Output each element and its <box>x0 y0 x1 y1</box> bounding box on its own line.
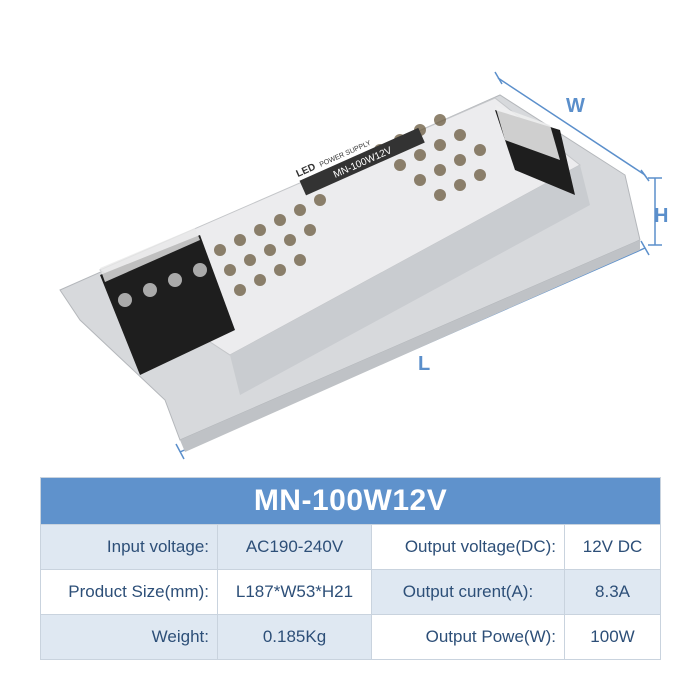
input-voltage-label: Input voltage: <box>40 524 218 570</box>
table-row: Product Size(mm): L187*W53*H21 Output cu… <box>40 569 662 615</box>
input-voltage-value: AC190-240V <box>217 524 372 570</box>
power-supply-image: W H L MN-100W12V LED POWER SUPPLY <box>59 71 668 460</box>
terminal-block-output <box>495 105 575 195</box>
table-row: Weight: 0.185Kg Output Powe(W): 100W <box>40 614 662 660</box>
table-row: Input voltage: AC190-240V Output voltage… <box>40 524 662 570</box>
length-label: L <box>418 353 430 375</box>
weight-value: 0.185Kg <box>217 614 372 660</box>
terminal-block-input <box>100 228 235 375</box>
height-label: H <box>654 205 668 227</box>
spec-table-title: MN-100W12V <box>39 477 662 525</box>
width-label: W <box>566 95 585 117</box>
output-current-label: Output curent(A): <box>371 569 565 615</box>
product-size-label: Product Size(mm): <box>40 569 218 615</box>
spec-table: MN-100W12V Input voltage: AC190-240V Out… <box>39 477 662 660</box>
ventilation-holes <box>214 114 486 296</box>
output-voltage-label: Output voltage(DC): <box>371 524 565 570</box>
output-current-value: 8.3A <box>563 569 662 615</box>
output-voltage-value: 12V DC <box>563 524 662 570</box>
product-size-value: L187*W53*H21 <box>217 569 372 615</box>
weight-label: Weight: <box>40 614 218 660</box>
power-supply-body: MN-100W12V LED POWER SUPPLY <box>59 94 641 452</box>
output-power-value: 100W <box>563 614 662 660</box>
output-power-label: Output Powe(W): <box>371 614 565 660</box>
